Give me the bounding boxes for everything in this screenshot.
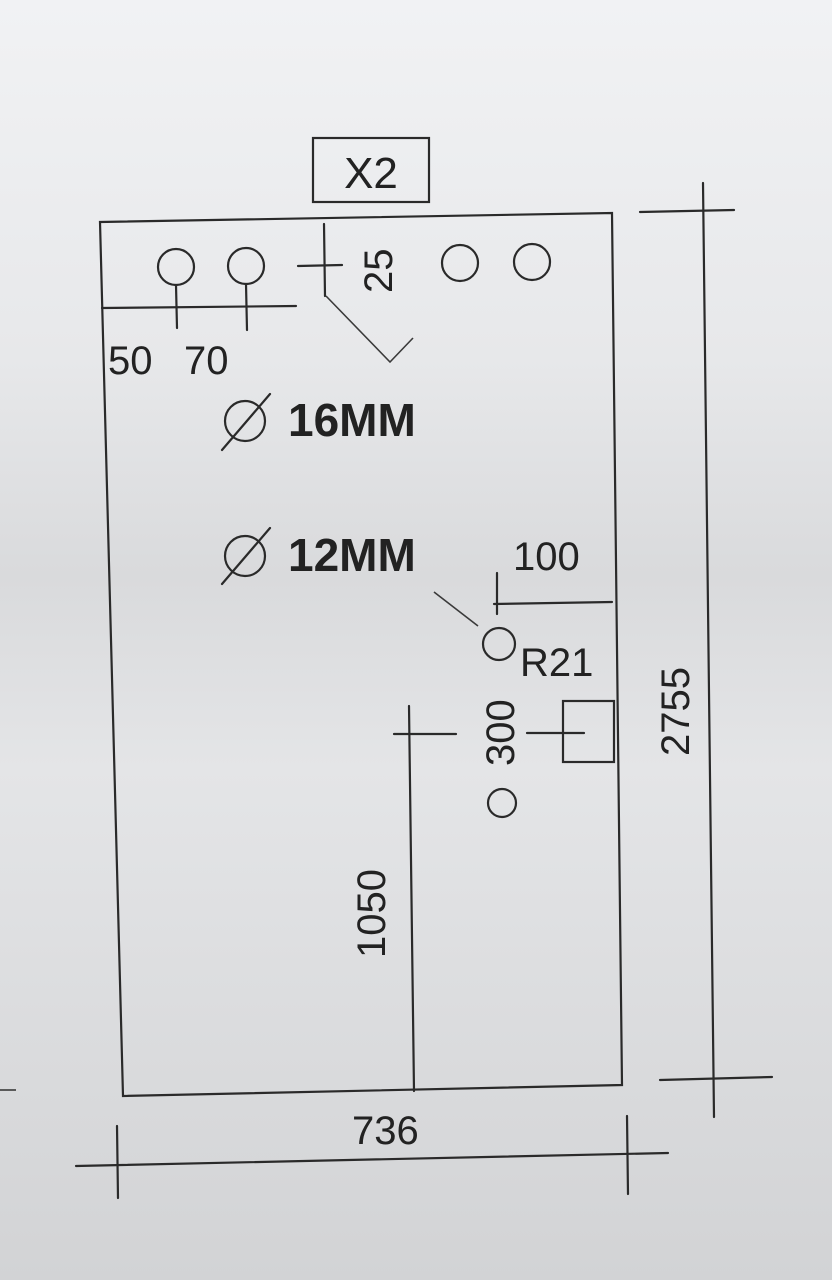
- hole-r21: [481, 626, 517, 662]
- leader-r21: [433, 591, 479, 627]
- hole-2: [226, 246, 266, 286]
- dim-25: 25: [357, 249, 401, 294]
- dim-70: 70: [184, 339, 229, 383]
- dim-25-tick: [296, 263, 344, 268]
- dim-25-line: [322, 222, 327, 298]
- hole-lower: [486, 787, 518, 819]
- dim-2755-bottom-tick: [658, 1075, 774, 1082]
- panel-outline: [98, 211, 624, 1098]
- dim-2755-line: [701, 181, 716, 1119]
- diameter-12-icon: [220, 526, 272, 586]
- tag-box: [311, 136, 431, 204]
- diameter-16-icon: [220, 392, 272, 452]
- hole-2-leader: [244, 282, 249, 332]
- hole-4: [512, 242, 552, 282]
- hole-3: [440, 243, 480, 283]
- dim-736: 736: [352, 1109, 419, 1153]
- dim-1050: 1050: [350, 869, 394, 958]
- label-r21: R21: [520, 641, 593, 685]
- hole-1-leader: [174, 283, 179, 330]
- dim-100: 100: [513, 535, 580, 579]
- dim-50: 50: [108, 339, 153, 383]
- dim-736-line: [74, 1151, 670, 1168]
- dim-300: 300: [479, 699, 523, 766]
- top-strip-line: [100, 304, 298, 310]
- dim-100-line: [492, 600, 614, 606]
- dim-2755-top-tick: [638, 208, 736, 214]
- label-12mm: 12MM: [288, 529, 416, 581]
- label-16mm: 16MM: [288, 394, 416, 446]
- dim-2755: 2755: [654, 667, 698, 756]
- dim-1050-line: [407, 704, 416, 1093]
- hole-1: [156, 247, 196, 287]
- leader-16mm: [325, 295, 414, 364]
- dim-736-right-tick: [625, 1114, 630, 1196]
- tag-label: X2: [344, 149, 398, 198]
- cutout-rect: [561, 699, 616, 764]
- dim-736-left-tick: [115, 1124, 120, 1200]
